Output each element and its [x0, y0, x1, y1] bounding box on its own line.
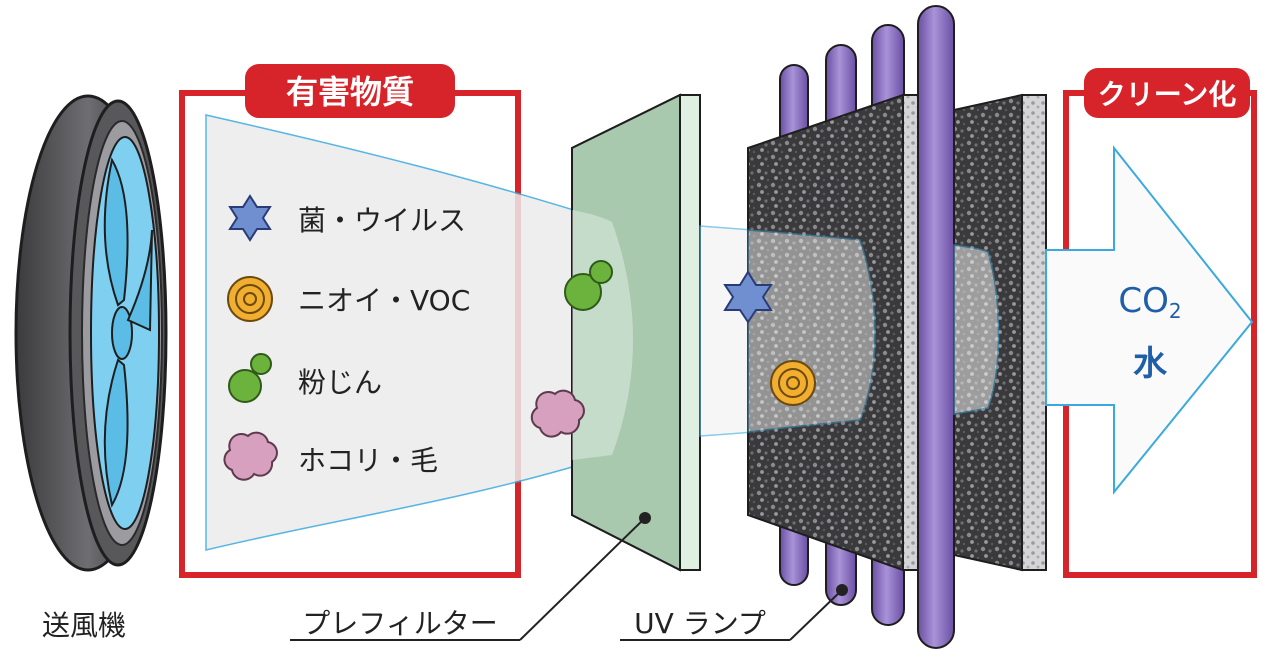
blob-icon	[228, 353, 272, 403]
photocatalyst-filter	[723, 93, 931, 572]
harmful-title: 有害物質	[286, 73, 414, 111]
harmful-title-badge	[245, 64, 455, 118]
co2-label: CO2	[1118, 281, 1181, 323]
second-filter	[953, 93, 1047, 572]
legend-label: ホコリ・毛	[298, 444, 438, 477]
prefilter	[530, 93, 701, 572]
cloud-icon	[223, 431, 278, 481]
subscript-2: 2	[1169, 299, 1182, 323]
fan	[14, 94, 168, 572]
legend-label: ニオイ・VOC	[298, 284, 470, 317]
clean-title: クリーン化	[1098, 78, 1237, 111]
prefilter-leader	[519, 517, 646, 641]
water-label: 水	[1133, 344, 1168, 384]
clean-title-badge	[1084, 68, 1250, 118]
uv-label: UV ランプ	[634, 607, 766, 640]
uv-leader	[789, 589, 843, 641]
legend-label: 菌・ウイルス	[298, 204, 466, 237]
legend-label: 粉じん	[298, 366, 382, 399]
prefilter-label: プレフィルター	[302, 607, 497, 640]
fan-label: 送風機	[42, 609, 126, 642]
star-icon	[228, 194, 272, 242]
co-text: CO	[1118, 281, 1169, 321]
output-arrow	[1045, 145, 1254, 495]
rings-icon	[227, 276, 273, 322]
airflow-left	[205, 114, 634, 551]
uv-lamp-front	[917, 5, 955, 649]
